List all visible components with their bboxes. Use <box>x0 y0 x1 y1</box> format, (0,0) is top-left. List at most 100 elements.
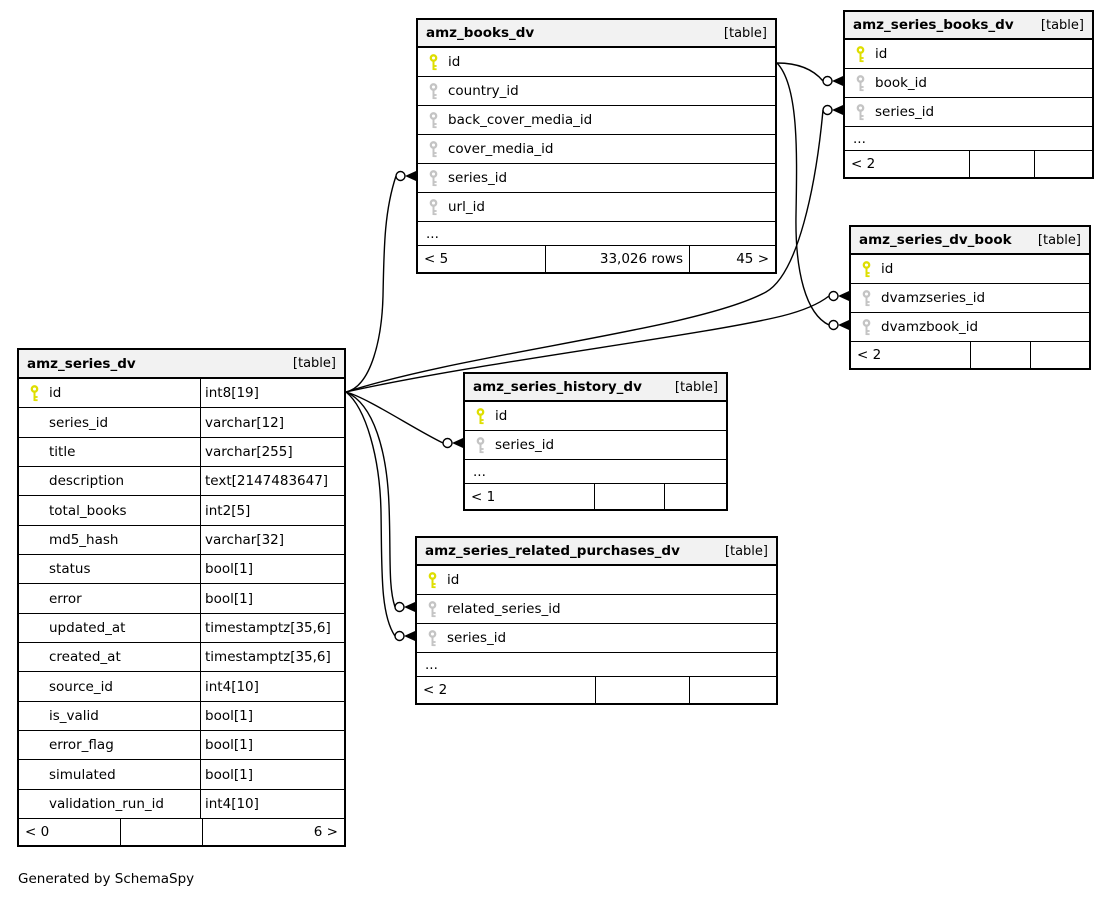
column-name-cell: title <box>19 438 200 466</box>
primary-key-icon <box>855 45 866 63</box>
column-type: varchar[32] <box>200 525 344 555</box>
foreign-key-icon <box>427 600 438 618</box>
table-type-badge: [table] <box>1037 232 1081 248</box>
primary-key-icon <box>861 260 872 278</box>
column-name: source_id <box>49 678 113 695</box>
table-title[interactable]: amz_series_related_purchases_dv <box>425 543 680 559</box>
column-name-cell: series_id <box>417 624 506 652</box>
foreign-key-icon <box>861 318 872 336</box>
foreign-key-icon <box>428 82 439 100</box>
column-name-cell: url_id <box>418 193 485 221</box>
foreign-key-icon <box>428 140 439 158</box>
relation-series-to-dvbook <box>345 295 830 393</box>
table-footer: < 2 <box>417 677 776 703</box>
more-columns-ellipsis: ... <box>418 222 775 246</box>
table-title[interactable]: amz_books_dv <box>426 25 535 41</box>
column-name: series_id <box>448 170 508 186</box>
column-name: book_id <box>875 75 927 91</box>
table-title[interactable]: amz_series_dv_book <box>859 232 1012 248</box>
exported-keys-count: 45 > <box>689 246 775 272</box>
primary-key-icon <box>475 407 486 425</box>
column-row: book_id <box>845 69 1092 98</box>
column-type: int4[10] <box>200 789 344 819</box>
column-name-cell: id <box>19 379 200 407</box>
column-row: related_series_id <box>417 595 776 624</box>
column-name-cell: id <box>418 48 460 76</box>
column-type: text[2147483647] <box>200 467 344 496</box>
column-name-cell: back_cover_media_id <box>418 106 592 134</box>
column-name-cell: md5_hash <box>19 526 200 554</box>
column-row: cover_media_id <box>418 135 775 164</box>
column-name: updated_at <box>49 619 126 636</box>
column-name: error <box>49 590 82 607</box>
table-title[interactable]: amz_series_history_dv <box>473 379 642 395</box>
column-name-cell: error_flag <box>19 731 200 759</box>
column-name: dvamzseries_id <box>881 290 986 306</box>
column-name: id <box>49 385 62 402</box>
column-name: dvamzbook_id <box>881 319 979 335</box>
table-header[interactable]: amz_series_history_dv [table] <box>465 374 726 402</box>
imported-keys-count: < 5 <box>424 251 449 267</box>
column-name: series_id <box>447 630 507 646</box>
table-header[interactable]: amz_series_dv [table] <box>19 350 344 379</box>
imported-keys-count: < 0 <box>25 824 50 841</box>
table-header[interactable]: amz_series_dv_book [table] <box>851 227 1089 255</box>
column-type: bool[1] <box>200 584 344 613</box>
relation-books-to-seriesbooks <box>776 62 824 82</box>
column-type: timestamptz[35,6] <box>200 643 344 672</box>
foreign-key-icon <box>475 436 486 454</box>
column-type: bool[1] <box>200 731 344 760</box>
column-row: id <box>465 402 726 431</box>
column-name-cell: related_series_id <box>417 595 561 623</box>
table-title[interactable]: amz_series_dv <box>27 355 136 372</box>
table-header[interactable]: amz_books_dv [table] <box>418 20 775 48</box>
column-name: id <box>448 54 461 70</box>
column-name: simulated <box>49 766 116 783</box>
table-header[interactable]: amz_series_books_dv[table] <box>845 12 1092 40</box>
column-row: back_cover_media_id <box>418 106 775 135</box>
column-name-cell: series_id <box>845 98 934 126</box>
table-type-badge: [table] <box>292 356 336 371</box>
column-row: id <box>845 40 1092 69</box>
column-name: total_books <box>49 502 127 519</box>
relation-books-to-dvbook <box>776 62 830 326</box>
table-title[interactable]: amz_series_books_dv <box>853 17 1014 33</box>
more-columns-ellipsis: ... <box>845 127 1092 151</box>
column-name-cell: dvamzseries_id <box>851 284 985 312</box>
column-name: series_id <box>49 414 109 431</box>
column-name: id <box>495 408 508 424</box>
exported-keys-count <box>689 677 776 703</box>
rows-count: 33,026 rows <box>545 246 689 272</box>
entity-table-amz-series-related-purchases-dv: amz_series_related_purchases_dv[table]id… <box>415 536 778 705</box>
column-name-cell: source_id <box>19 672 200 700</box>
column-name-cell: id <box>465 402 507 430</box>
column-type: int8[19] <box>200 379 344 408</box>
column-row: country_id <box>418 77 775 106</box>
column-name: id <box>875 46 888 62</box>
column-type: bool[1] <box>200 760 344 789</box>
column-type: bool[1] <box>200 701 344 731</box>
rows-count <box>594 484 664 509</box>
column-name-cell: is_valid <box>19 702 200 730</box>
column-type: timestamptz[35,6] <box>200 613 344 643</box>
table-header[interactable]: amz_series_related_purchases_dv[table] <box>417 538 776 566</box>
column-name: series_id <box>875 104 935 120</box>
column-name-cell: dvamzbook_id <box>851 313 978 341</box>
column-type: int2[5] <box>200 496 344 525</box>
table-footer: < 2 <box>851 342 1089 368</box>
column-name: series_id <box>495 437 555 453</box>
table-type-badge: [table] <box>723 25 767 41</box>
imported-keys-count: < 2 <box>423 682 448 698</box>
column-name-cell: validation_run_id <box>19 790 200 818</box>
table-type-badge: [table] <box>674 379 718 395</box>
column-row: id int8[19] <box>19 379 344 409</box>
